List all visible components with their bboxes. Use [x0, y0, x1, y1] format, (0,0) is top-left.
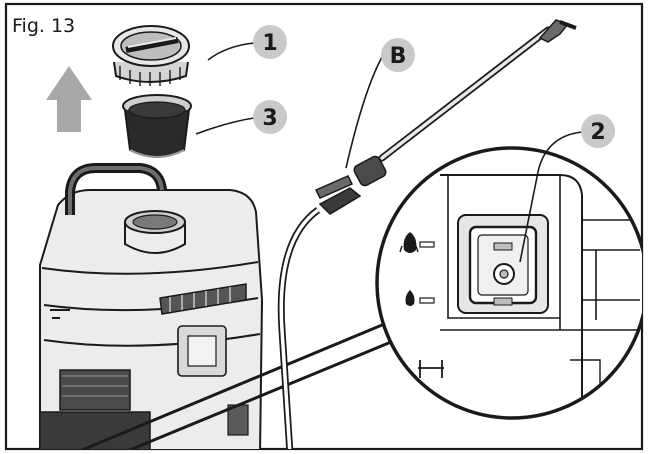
callout-3-label: 3	[262, 106, 277, 131]
droplet-icon	[403, 232, 417, 253]
strap-line	[81, 323, 383, 449]
sprayer-tank	[39, 163, 264, 449]
callout-B-label: B	[390, 44, 407, 69]
up-arrow-icon	[46, 66, 92, 132]
callout-B: B	[381, 38, 415, 72]
callout-1: 1	[253, 25, 287, 59]
strap-line	[128, 328, 421, 449]
leader-line-2	[519, 131, 583, 263]
tank-cap	[112, 25, 190, 86]
droplet-icon	[405, 290, 415, 306]
figure-label: Fig. 13	[12, 15, 75, 37]
filter-basket	[122, 94, 192, 158]
leader-line-B	[345, 56, 383, 169]
callout-2: 2	[581, 114, 615, 148]
leader-line-3	[195, 117, 255, 135]
spray-lance	[314, 19, 577, 215]
zoom-detail	[375, 146, 642, 420]
callout-2-label: 2	[590, 120, 605, 145]
leader-line-1	[207, 42, 255, 61]
callout-1-label: 1	[262, 31, 277, 56]
callout-3: 3	[253, 100, 287, 134]
